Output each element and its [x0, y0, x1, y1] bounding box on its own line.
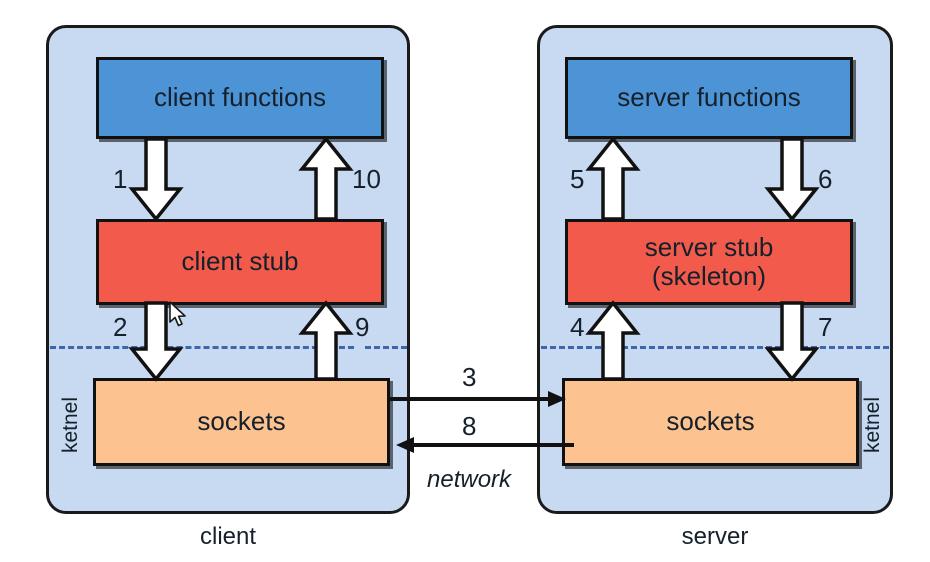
- client-step-1: 1: [113, 164, 128, 194]
- client-caption: client: [199, 523, 257, 550]
- network-step-8: 8: [462, 411, 477, 441]
- client-step-2: 2: [113, 312, 128, 342]
- server-stub-box[interactable]: server stub (skeleton): [565, 219, 853, 305]
- client-step-9: 9: [355, 312, 370, 342]
- server-sockets-label: sockets: [666, 406, 755, 437]
- network-request-arrow: [388, 391, 566, 407]
- server-arrow-5: [585, 136, 641, 221]
- client-kernel-label: ketnel: [59, 396, 82, 454]
- network-reply-arrow: [396, 437, 574, 453]
- server-step-5: 5: [570, 164, 585, 194]
- server-step-4: 4: [570, 312, 585, 342]
- server-functions-box[interactable]: server functions: [565, 57, 853, 139]
- server-stub-label-line2: (skeleton): [651, 261, 767, 291]
- client-step-10: 10: [352, 164, 381, 194]
- server-arrow-4: [585, 300, 641, 381]
- client-stub-label: client stub: [181, 246, 299, 277]
- server-arrow-6: [764, 137, 820, 222]
- client-sockets-label: sockets: [197, 406, 286, 437]
- client-kernel-divider-right: [365, 346, 407, 349]
- client-arrow-10: [298, 136, 354, 221]
- client-stub-box[interactable]: client stub: [96, 219, 384, 305]
- client-kernel-divider: [50, 346, 354, 349]
- server-caption: server: [681, 523, 749, 550]
- network-step-3: 3: [462, 362, 477, 392]
- client-functions-label: client functions: [154, 82, 326, 113]
- server-stub-label-line1: server stub: [644, 231, 774, 262]
- client-arrow-2: [128, 301, 184, 382]
- mouse-pointer-icon: [169, 301, 186, 327]
- server-step-6: 6: [818, 164, 833, 194]
- server-functions-label: server functions: [617, 82, 801, 113]
- server-sockets-box[interactable]: sockets: [562, 378, 859, 466]
- client-sockets-box[interactable]: sockets: [93, 378, 390, 466]
- server-arrow-7: [764, 301, 820, 382]
- network-label: network: [427, 466, 512, 493]
- server-kernel-label: ketnel: [861, 396, 884, 454]
- server-step-7: 7: [818, 312, 833, 342]
- client-arrow-9: [298, 300, 354, 381]
- client-arrow-1: [128, 137, 184, 222]
- client-functions-box[interactable]: client functions: [96, 57, 384, 139]
- server-kernel-divider: [541, 346, 889, 349]
